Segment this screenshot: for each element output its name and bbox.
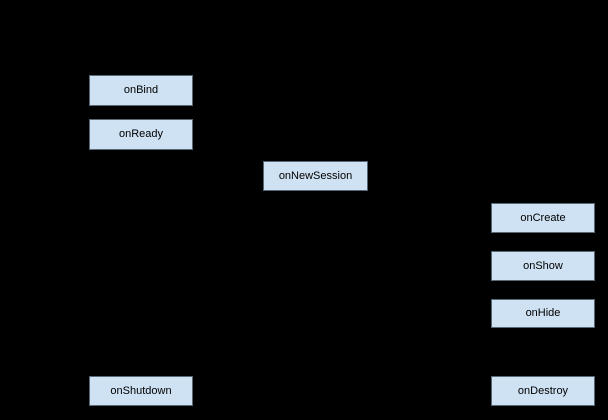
node-onshutdown: onShutdown: [89, 376, 193, 406]
node-ondestroy: onDestroy: [491, 376, 595, 406]
node-onbind: onBind: [89, 75, 193, 106]
node-onhide: onHide: [491, 299, 595, 328]
node-onshow: onShow: [491, 251, 595, 281]
node-oncreate: onCreate: [491, 203, 595, 233]
node-onready: onReady: [89, 119, 193, 150]
node-onnewsession: onNewSession: [263, 161, 368, 191]
